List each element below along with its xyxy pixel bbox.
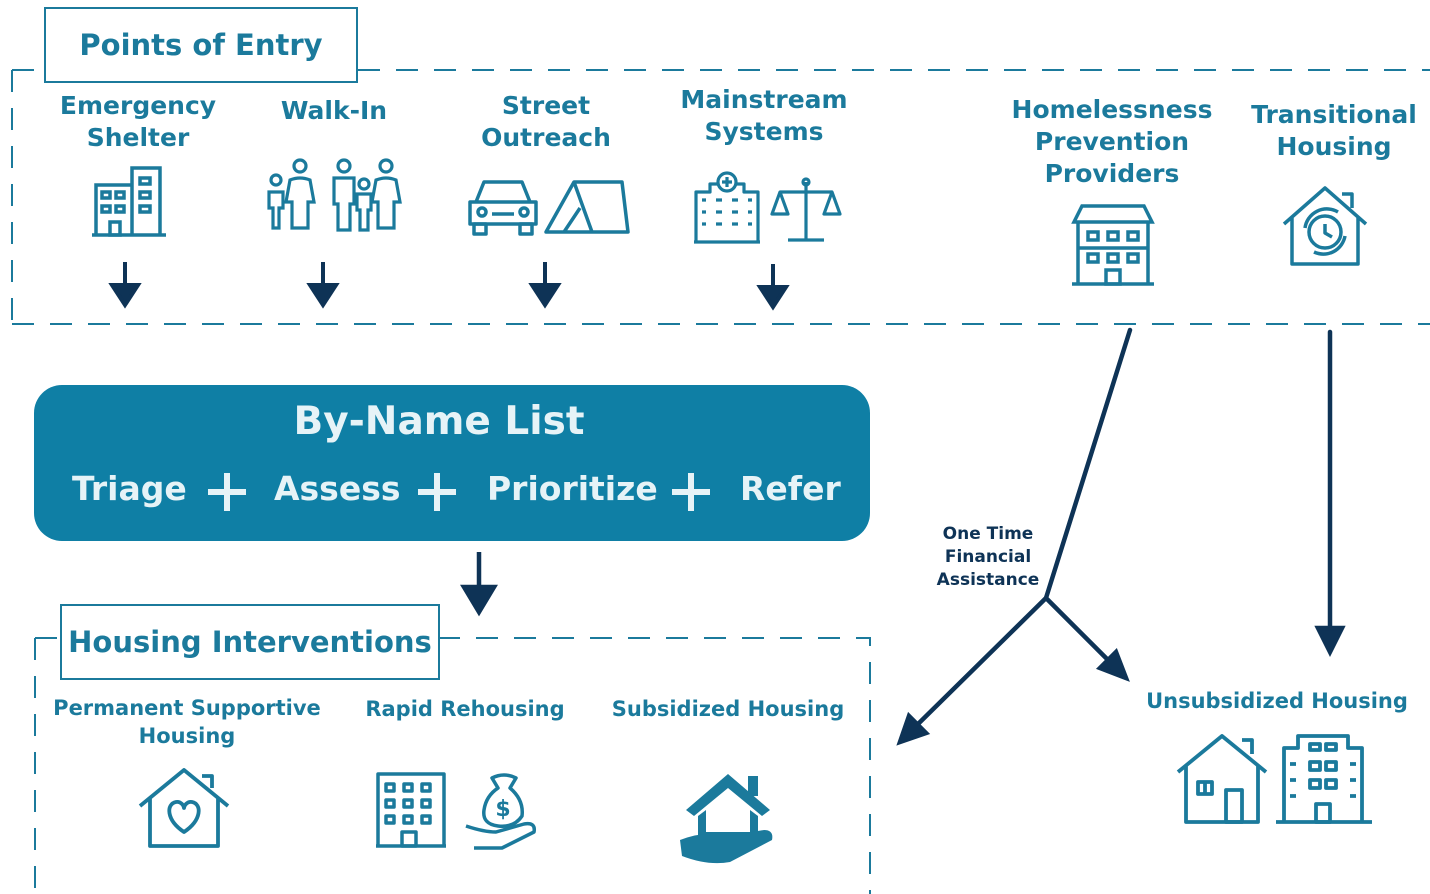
housing-interventions-title: Housing Interventions bbox=[60, 604, 440, 680]
plus-icon bbox=[208, 473, 246, 511]
building-and-money-hand-icon: $ bbox=[376, 772, 537, 850]
by-name-list-banner: By-Name List Triage Assess Prioritize Re… bbox=[34, 385, 870, 541]
intervention-psh-label: Permanent Supportive Housing bbox=[53, 696, 321, 748]
entry-mainstream-systems-label: Mainstream Systems bbox=[680, 85, 848, 146]
step-refer: Refer bbox=[740, 469, 841, 508]
entry-homelessness-prevention-label: Homelessness Prevention Providers bbox=[1011, 95, 1213, 188]
apartment-building-icon bbox=[92, 166, 166, 237]
house-clock-icon bbox=[1282, 186, 1368, 266]
car-and-tent-icon bbox=[468, 180, 630, 236]
hospital-and-scales-icon bbox=[694, 171, 842, 244]
house-and-apartment-icon bbox=[1176, 734, 1372, 824]
points-of-entry-title: Points of Entry bbox=[44, 7, 358, 83]
entry-transitional-housing-label: Transitional Housing bbox=[1251, 100, 1417, 161]
step-prioritize: Prioritize bbox=[487, 469, 658, 508]
svg-text:$: $ bbox=[495, 797, 510, 822]
step-triage: Triage bbox=[72, 469, 187, 508]
by-name-list-title: By-Name List bbox=[293, 399, 585, 444]
unsubsidized-housing-label: Unsubsidized Housing bbox=[1146, 689, 1408, 713]
one-time-financial-assistance-label: One Time Financial Assistance bbox=[936, 524, 1040, 590]
entry-walk-in-label: Walk-In bbox=[280, 96, 388, 125]
family-icon bbox=[267, 158, 402, 232]
building-icon bbox=[1071, 204, 1155, 286]
plus-icon bbox=[672, 473, 710, 511]
intervention-subsidized-housing-label: Subsidized Housing bbox=[611, 697, 845, 721]
entry-emergency-shelter-label: Emergency Shelter bbox=[59, 91, 217, 152]
entry-street-outreach-label: Street Outreach bbox=[481, 91, 611, 152]
plus-icon bbox=[418, 473, 456, 511]
hand-holding-house-icon bbox=[680, 774, 773, 864]
intervention-rapid-rehousing-label: Rapid Rehousing bbox=[365, 697, 565, 721]
house-heart-icon bbox=[138, 768, 230, 848]
step-assess: Assess bbox=[274, 469, 401, 508]
